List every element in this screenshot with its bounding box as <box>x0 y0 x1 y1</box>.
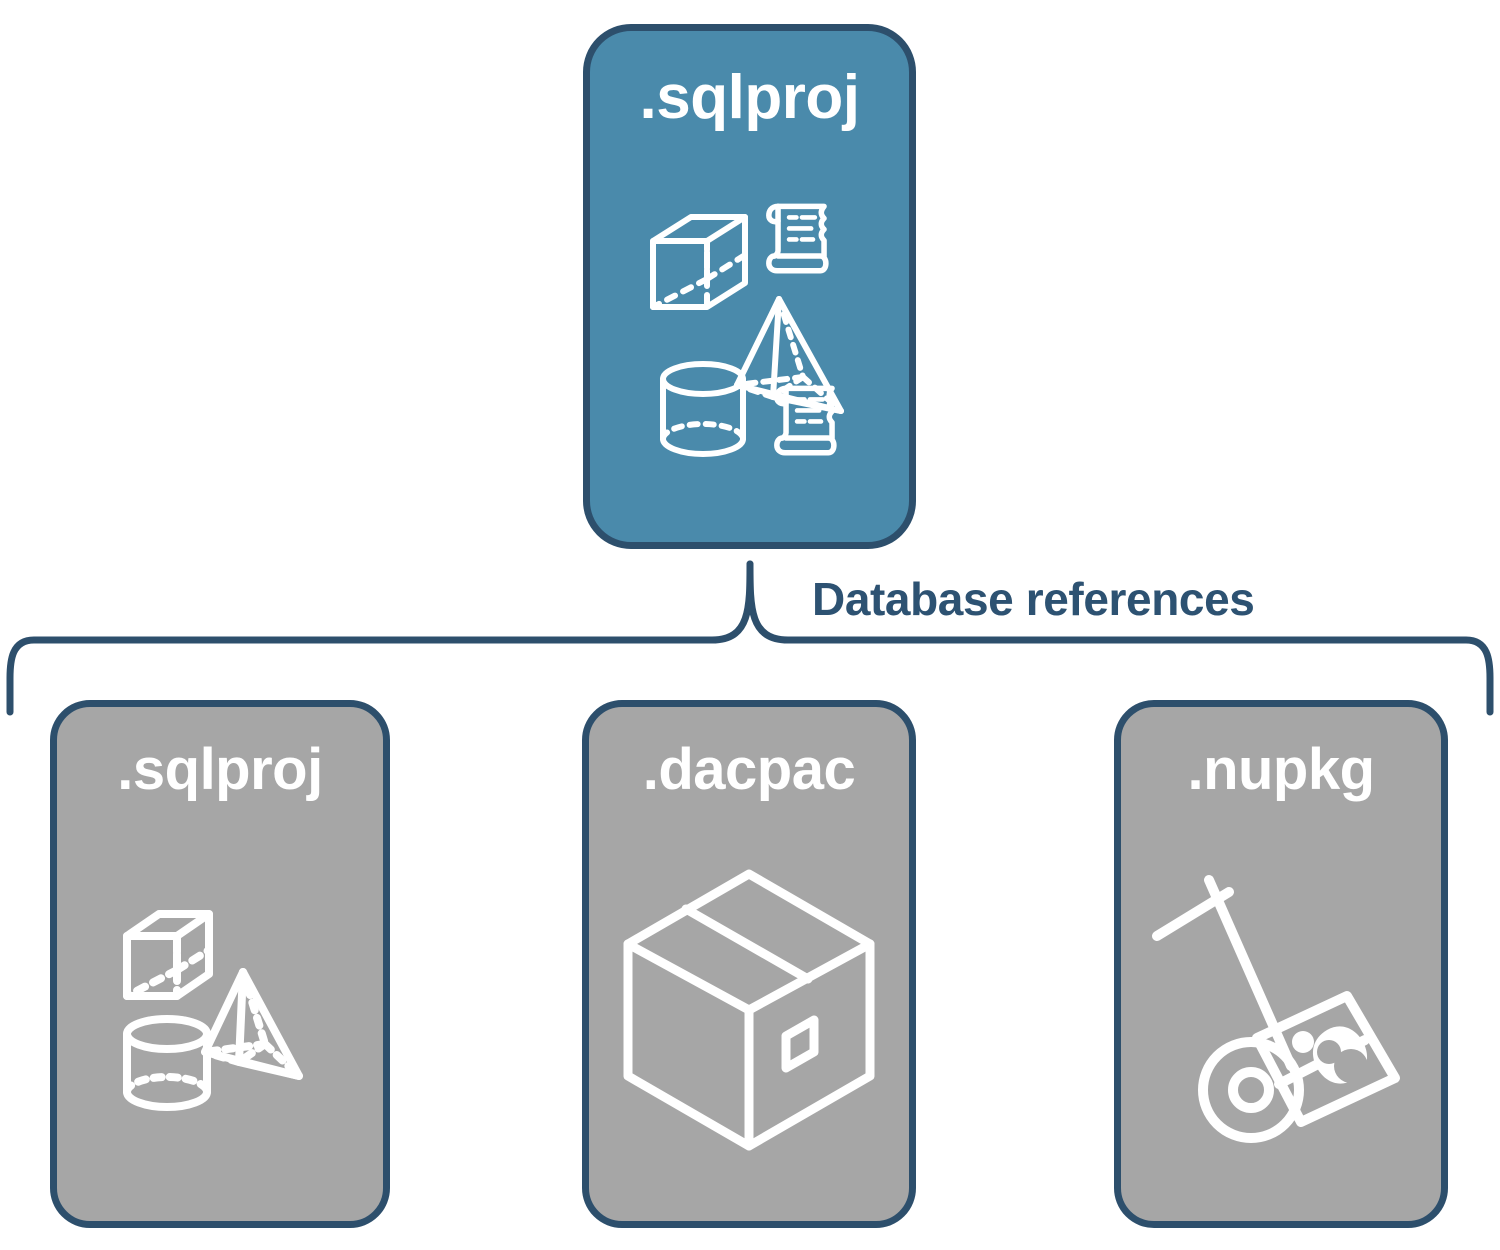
card-child-nupkg[interactable]: .nupkg <box>1114 700 1448 1228</box>
cylinder-icon <box>123 1015 211 1111</box>
hand-truck-icon <box>1152 875 1370 1143</box>
scroll-icon <box>765 203 829 274</box>
cylinder-icon <box>659 360 746 457</box>
card-child-sqlproj-title: .sqlproj <box>117 737 323 802</box>
card-child-sqlproj[interactable]: .sqlproj <box>50 700 390 1228</box>
card-child-dacpac[interactable]: .dacpac <box>582 700 916 1228</box>
connector-label: Database references <box>812 573 1255 625</box>
card-child-sqlproj-artwork <box>57 799 383 1221</box>
cube-icon <box>649 213 748 310</box>
pyramid-icon <box>201 968 303 1080</box>
card-root-title: .sqlproj <box>639 63 860 132</box>
card-child-dacpac-title: .dacpac <box>642 737 856 802</box>
pyramid-icon <box>733 295 844 414</box>
package-box-icon <box>623 869 875 1151</box>
card-root-artwork <box>590 123 909 542</box>
card-child-dacpac-artwork <box>589 799 909 1221</box>
card-child-nupkg-artwork <box>1121 799 1441 1221</box>
scroll-icon <box>773 385 837 456</box>
card-root-sqlproj[interactable]: .sqlproj <box>583 24 916 549</box>
card-child-nupkg-title: .nupkg <box>1187 737 1375 802</box>
nuget-package-icon <box>1252 991 1400 1127</box>
cube-icon <box>123 910 213 1000</box>
